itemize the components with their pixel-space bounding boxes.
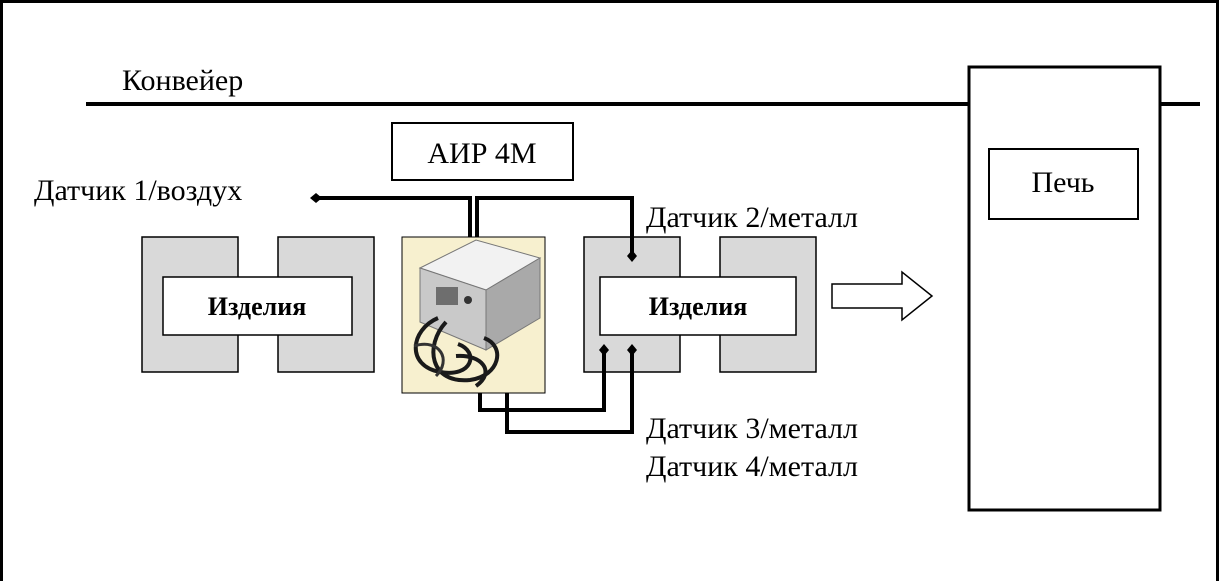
sensor-2-label: Датчик 2/металл	[646, 201, 858, 234]
product-label-right: Изделия	[649, 292, 748, 321]
product-group-right: Изделия	[584, 237, 816, 372]
conveyor-label: Конвейер	[122, 64, 243, 97]
product-label-left: Изделия	[208, 292, 307, 321]
device-label: АИР 4М	[427, 137, 536, 170]
sensor-4-label: Датчик 4/металл	[646, 450, 858, 483]
oven-box	[969, 67, 1160, 510]
sensor-1-label: Датчик 1/воздух	[34, 174, 242, 207]
cable-sensor-1	[316, 198, 470, 237]
sensor-1-point	[310, 193, 322, 203]
air-4m-device-photo	[402, 237, 545, 393]
product-group-left: Изделия	[142, 237, 374, 372]
right-arrow-icon	[832, 272, 932, 320]
sensor-3-label: Датчик 3/металл	[646, 412, 858, 445]
oven-label: Печь	[1031, 166, 1094, 199]
